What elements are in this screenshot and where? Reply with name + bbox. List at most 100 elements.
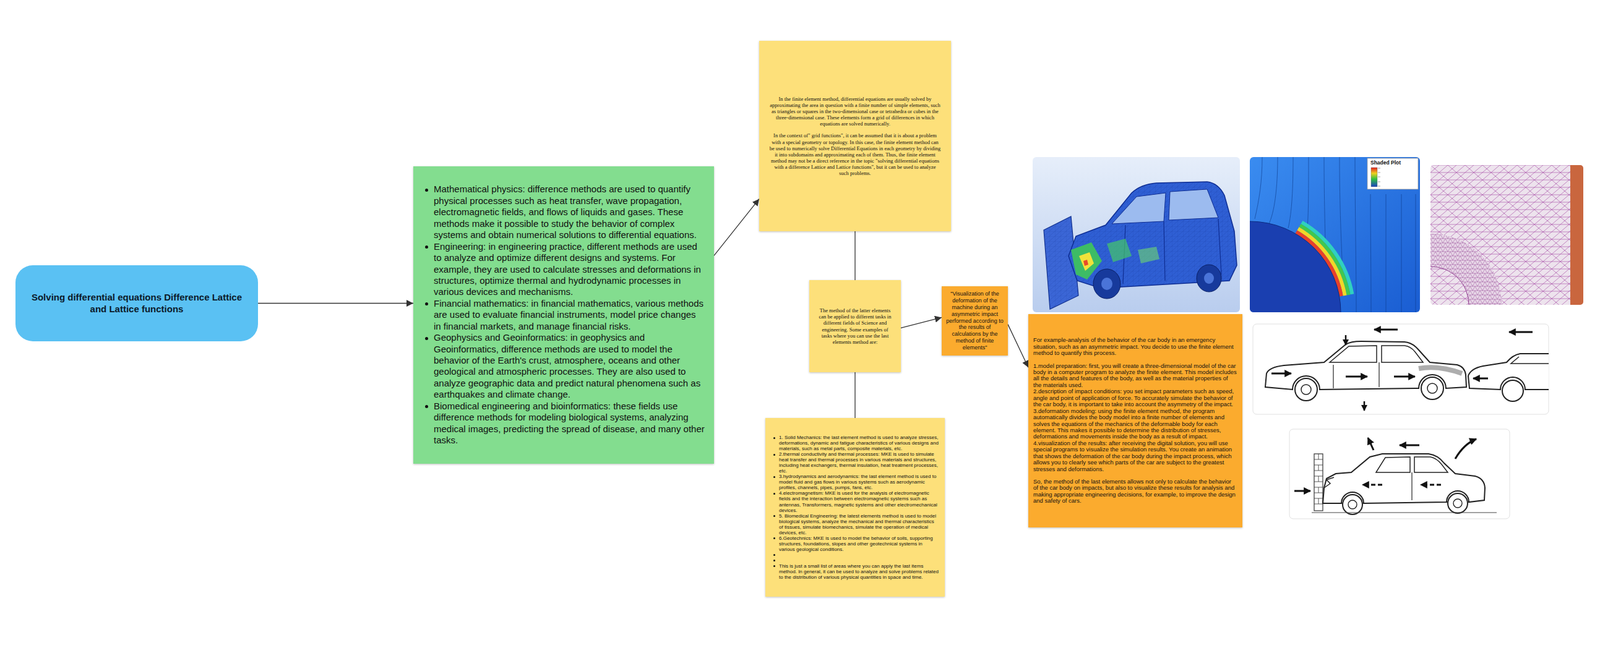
car-wall-drawing-part	[1367, 438, 1374, 451]
car-collision-drawing-part-part	[1374, 329, 1398, 332]
car-collision-drawing-part-part	[1502, 380, 1524, 402]
car-collision-drawing-part	[1265, 329, 1549, 411]
car-collision-drawing-part-part	[1393, 376, 1416, 379]
box-text: In the context of" grid functions", it c…	[769, 132, 942, 176]
contour-plot-image-part	[1249, 157, 1420, 313]
box-text: 4.visualization of the results: after re…	[1033, 440, 1238, 473]
note-box: The method of the latter elements can be…	[809, 280, 901, 373]
text-column: In the finite element method, differenti…	[769, 95, 942, 176]
connector	[900, 317, 942, 328]
contour-plot-image-part-part-part	[1415, 194, 1417, 313]
contour-plot-image-part-part-part	[1268, 157, 1278, 226]
car-collision-drawing-part-part	[1510, 356, 1549, 364]
car-wall-drawing-part	[1376, 457, 1448, 473]
car-wall-drawing-part	[1311, 512, 1497, 514]
car-collision-drawing-part-part	[1345, 335, 1347, 346]
mesh-image-part-part	[1430, 266, 1469, 306]
car-wall-drawing-part	[1294, 490, 1311, 493]
box-text: So, the method of the last elements allo…	[1033, 478, 1238, 505]
contour-plot-image-part-part-part	[1370, 194, 1372, 313]
mesh-image-part-part	[1430, 233, 1502, 306]
car-wall-drawing-part	[1314, 454, 1323, 505]
box-text: Solving differential equations Differenc…	[27, 292, 246, 316]
car-collision-drawing-part-part	[1427, 383, 1438, 394]
list-box: 1. Solid Mechanics: the last element met…	[765, 418, 945, 598]
list-item: 6.Geotechnics: MKE is used to model the …	[771, 535, 939, 553]
car-wall-drawing-part	[1411, 472, 1412, 501]
contour-plot-image-part-part-part	[1306, 157, 1309, 235]
list-item: Geophysics and Geoinformatics: in geophy…	[421, 332, 706, 401]
fem-crash-image-part	[1204, 272, 1214, 284]
fem-crash-image-part	[1196, 264, 1222, 293]
car-collision-drawing-part-part	[1329, 345, 1377, 363]
connector	[854, 231, 856, 281]
car-collision-drawing-part-part	[1421, 377, 1444, 400]
car-collision-drawing-part-part	[1473, 378, 1489, 380]
text-column: Mathematical physics: difference methods…	[421, 183, 706, 447]
fem-crash-image-part	[1106, 238, 1132, 263]
fem-crash-image-part	[1122, 219, 1222, 284]
list-box: Mathematical physics: difference methods…	[413, 166, 714, 465]
fem-crash-image-part	[1083, 259, 1089, 267]
car-collision-drawing	[1252, 324, 1549, 415]
connector	[713, 199, 760, 257]
car-wall-drawing-part	[1342, 494, 1363, 515]
car-collision-drawing-part-part	[1271, 373, 1292, 375]
list-item: Mathematical physics: difference methods…	[421, 183, 706, 241]
plot-title: Shaded Plot	[1369, 159, 1402, 166]
car-wall-drawing-part	[1362, 484, 1383, 487]
car-wall-drawing-part	[1399, 444, 1420, 447]
connector	[258, 303, 414, 304]
contour-plot-image-part-part-part	[1385, 194, 1387, 313]
box-text: The method of the latter elements can be…	[817, 307, 893, 346]
contour-plot-image-part-part-part	[1254, 157, 1263, 220]
fem-crash-image	[1032, 157, 1240, 313]
box-text: "Visualization of the deformation of the…	[944, 290, 1005, 351]
mesh-image-part-part	[1430, 233, 1502, 306]
contour-plot-image-part-part-part	[1288, 157, 1294, 229]
car-collision-drawing-part-part	[1363, 401, 1366, 411]
car-wall-drawing-part	[1289, 429, 1510, 520]
fem-crash-image-part	[1032, 157, 1240, 313]
box-text: 2.description of impact conditions: you …	[1033, 388, 1238, 408]
fem-crash-image-part	[1168, 189, 1219, 221]
car-collision-drawing-part-part	[1381, 345, 1424, 363]
fem-crash-image-part	[1137, 246, 1160, 264]
contour-plot-image-part-part-part	[1324, 157, 1326, 250]
text-column: The method of the latter elements can be…	[817, 307, 893, 346]
text-column: Solving differential equations Differenc…	[27, 292, 246, 316]
text-column: For example-analysis of the behavior of …	[1033, 337, 1238, 505]
example-box: For example-analysis of the behavior of …	[1028, 314, 1243, 528]
box-text: For example-analysis of the behavior of …	[1033, 337, 1238, 357]
contour-plot-image-part-part	[1371, 167, 1378, 187]
car-collision-drawing-part-part	[1333, 362, 1380, 389]
contour-plot-image-part-part	[1249, 221, 1341, 313]
car-wall-drawing-part	[1455, 439, 1477, 460]
list-item: 5. Biomedical Engineering: the latest el…	[771, 513, 939, 536]
contour-plot-image-part-part	[1367, 158, 1419, 190]
box-text: 3.deformation modeling: using the finite…	[1033, 408, 1238, 441]
list-item: 2.thermal conductivity and thermal proce…	[771, 451, 939, 474]
empty-bullet	[771, 558, 939, 564]
box-text: 1.model preparation: first, you will cre…	[1033, 363, 1238, 390]
car-collision-drawing-part-part	[1509, 331, 1533, 334]
list-item: Biomedical engineering and bioinformatic…	[421, 400, 706, 447]
text-column: 1. Solid Mechanics: the last element met…	[771, 434, 939, 581]
list-item: 1. Solid Mechanics: the last element met…	[771, 434, 939, 452]
car-collision-drawing-part-part	[1294, 378, 1318, 401]
mesh-image	[1430, 165, 1584, 306]
empty-bullet	[771, 552, 939, 559]
text-column: "Visualization of the deformation of the…	[944, 290, 1005, 351]
connector	[854, 372, 856, 419]
start-box: Solving differential equations Differenc…	[15, 265, 259, 342]
contour-plot-image-part-part-part	[1401, 194, 1403, 313]
list-item: This is just a small list of areas where…	[771, 563, 939, 581]
caption-box: "Visualization of the deformation of the…	[941, 286, 1008, 356]
car-wall-drawing-part	[1324, 477, 1334, 489]
car-wall-drawing-part	[1314, 454, 1323, 512]
fem-crash-image-part	[1079, 252, 1094, 271]
list-item: Financial mathematics: in financial math…	[421, 298, 706, 333]
mesh-image-part-part	[1570, 165, 1584, 306]
note-box: In the finite element method, differenti…	[759, 40, 951, 232]
fem-crash-image-part	[1101, 277, 1113, 291]
